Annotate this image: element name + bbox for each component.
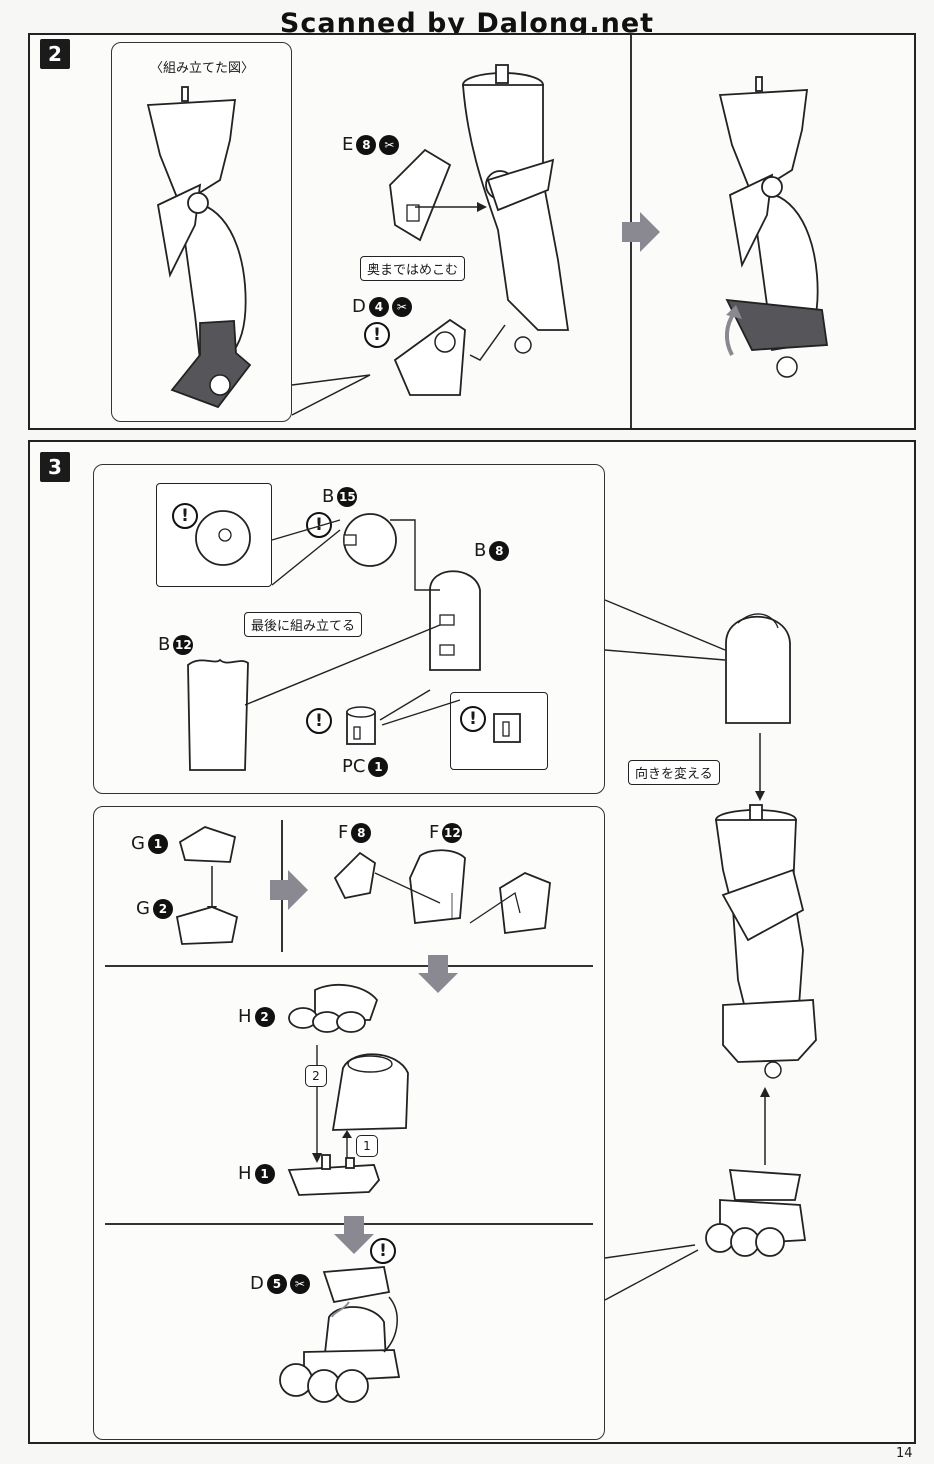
page-number: 14 [896, 1446, 913, 1461]
part-g2-illustration [175, 906, 239, 945]
part-f12-letter: F [429, 822, 440, 843]
part-f8-label: F 8 [338, 822, 372, 843]
part-b12-illustration [187, 658, 249, 771]
press-fully-label: 奥まではめこむ [360, 256, 466, 281]
ball-joint-detail-illustration [195, 510, 251, 566]
order-step-1-arrow [342, 1130, 352, 1160]
part-g1-illustration [178, 826, 237, 863]
knee-joint-assembly-illustration [333, 849, 551, 935]
part-e8-label: E 8 ✂ [342, 134, 400, 155]
assembly-arrow-up [760, 1087, 770, 1165]
order-step-1-badge: 1 [356, 1135, 378, 1157]
part-b8-illustration [429, 570, 481, 671]
part-g1-letter: G [131, 833, 145, 854]
part-d4-letter: D [352, 296, 366, 317]
warning-icon: ! [306, 512, 332, 538]
assembled-view-caption: 〈組み立てた図〉 [150, 61, 255, 76]
part-h2-illustration [288, 983, 379, 1033]
order-step-1-number: 1 [363, 1139, 371, 1153]
part-g1-number: 1 [147, 833, 168, 854]
part-h1-label: H 1 [238, 1163, 275, 1184]
assemble-last-label: 最後に組み立てる [244, 612, 363, 637]
part-h2-label: H 2 [238, 1006, 275, 1027]
part-pc1-illustration [346, 706, 376, 745]
knee-cap-illustration [725, 613, 791, 724]
part-e8-illustration [389, 148, 487, 242]
nipper-icon: ✂ [391, 296, 412, 317]
panel-divider-1 [105, 965, 593, 967]
part-h1-number: 1 [254, 1163, 275, 1184]
change-direction-label: 向きを変える [628, 760, 720, 785]
part-b15-letter: B [322, 486, 335, 507]
foot-final-assembly-illustration [279, 1266, 401, 1403]
part-f8-number: 8 [351, 822, 372, 843]
part-b15-number: 15 [337, 486, 358, 507]
part-pc1-letter: PC [342, 756, 366, 777]
step-arrow-icon [622, 212, 660, 252]
part-pc1-label: PC 1 [342, 756, 389, 777]
part-d4-label: D 4 ✂ [352, 296, 412, 317]
part-b8-number: 8 [489, 540, 510, 561]
warning-icon: ! [370, 1238, 396, 1264]
nipper-icon: ✂ [289, 1273, 310, 1294]
step-arrow-down-icon [418, 955, 458, 993]
upper-leg-illustration [462, 64, 570, 354]
part-f12-label: F 12 [429, 822, 463, 843]
part-h1-letter: H [238, 1163, 252, 1184]
part-e8-letter: E [342, 134, 354, 155]
part-b12-letter: B [158, 634, 171, 655]
ankle-illustration [331, 1053, 409, 1131]
order-step-2-badge: 2 [305, 1065, 327, 1087]
warning-icon: ! [306, 708, 332, 734]
part-h1-illustration [287, 1154, 381, 1196]
part-h2-letter: H [238, 1006, 252, 1027]
order-step-2-number: 2 [312, 1069, 320, 1083]
part-f12-number: 12 [442, 822, 463, 843]
warning-icon: ! [460, 706, 486, 732]
warning-icon: ! [172, 503, 198, 529]
assembled-leg-illustration [146, 86, 252, 409]
part-b8-label: B 8 [474, 540, 510, 561]
part-g2-letter: G [136, 898, 150, 919]
part-d5-label: D 5 ✂ [250, 1273, 310, 1294]
part-b12-label: B 12 [158, 634, 194, 655]
step-arrow-down-icon [334, 1216, 374, 1254]
part-d5-letter: D [250, 1273, 264, 1294]
result-leg-illustration [718, 76, 829, 378]
part-e8-number: 8 [356, 134, 377, 155]
part-h2-number: 2 [254, 1006, 275, 1027]
foot-assembly-illustration [705, 1169, 807, 1257]
lower-leg-assembly-illustration [714, 804, 817, 1079]
part-b15-label: B 15 [322, 486, 358, 507]
part-pc1-number: 1 [368, 756, 389, 777]
step-arrow-icon [270, 870, 308, 910]
part-g1-label: G 1 [131, 833, 168, 854]
part-b8-letter: B [474, 540, 487, 561]
part-b12-number: 12 [173, 634, 194, 655]
step-2-number: 2 [40, 39, 70, 69]
nipper-icon: ✂ [379, 134, 400, 155]
part-d4-number: 4 [368, 296, 389, 317]
part-h-connecting-line [312, 1045, 322, 1163]
part-d5-number: 5 [266, 1273, 287, 1294]
part-g2-number: 2 [152, 898, 173, 919]
assembly-arrow-down [755, 733, 765, 801]
warning-icon: ! [364, 322, 390, 348]
part-f8-letter: F [338, 822, 349, 843]
part-g2-label: G 2 [136, 898, 173, 919]
part-d4-illustration [393, 318, 506, 396]
pc-detail-illustration [493, 713, 521, 743]
step-3-number: 3 [40, 452, 70, 482]
part-b15-illustration [343, 513, 397, 567]
